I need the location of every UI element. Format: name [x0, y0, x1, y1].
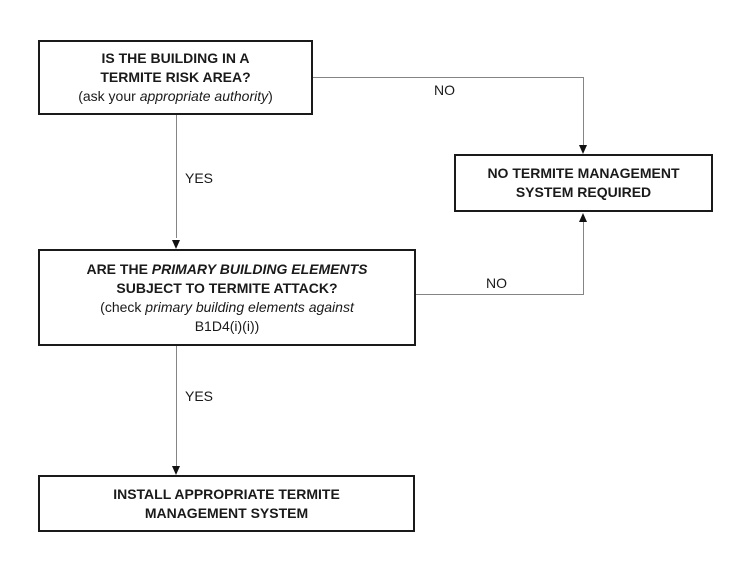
- node-elements-note: (check primary building elements against…: [100, 298, 354, 336]
- node-risk-title: IS THE BUILDING IN A TERMITE RISK AREA?: [100, 49, 250, 87]
- node-risk-note: (ask your appropriate authority): [78, 87, 273, 106]
- node-no-system-title-line2: SYSTEM REQUIRED: [515, 184, 652, 200]
- arrow-up-icon: [579, 213, 587, 222]
- node-elements-title-line2: SUBJECT TO TERMITE ATTACK?: [116, 279, 338, 296]
- node-no-system-title: NO TERMITE MANAGEMENT SYSTEM REQUIRED: [487, 164, 679, 202]
- edge-risk-no-horizontal: [313, 77, 583, 78]
- node-risk-note-pre: (ask your: [78, 88, 140, 104]
- edge-label-elements-yes: YES: [184, 388, 215, 404]
- edge-label-elements-no: NO: [485, 275, 508, 291]
- node-risk-title-line1: IS THE BUILDING IN A: [101, 50, 250, 66]
- edge-label-risk-no: NO: [433, 82, 456, 98]
- node-elements-title-pre: ARE THE: [86, 260, 152, 277]
- node-install-system: INSTALL APPROPRIATE TERMITE MANAGEMENT S…: [38, 475, 415, 532]
- node-install-title-line2: MANAGEMENT SYSTEM: [144, 504, 309, 521]
- arrow-down-icon: [172, 240, 180, 249]
- node-no-system-title-line1: NO TERMITE MANAGEMENT: [487, 165, 680, 181]
- edge-risk-no-vertical: [583, 77, 584, 145]
- arrow-down-icon: [579, 145, 587, 154]
- node-install-title: INSTALL APPROPRIATE TERMITE MANAGEMENT S…: [113, 485, 340, 523]
- edge-risk-yes-vertical: [176, 115, 177, 238]
- node-primary-elements-question: ARE THE PRIMARY BUILDING ELEMENTS SUBJEC…: [38, 249, 416, 346]
- edge-label-risk-yes: YES: [184, 170, 215, 186]
- node-termite-risk-question: IS THE BUILDING IN A TERMITE RISK AREA? …: [38, 40, 313, 115]
- node-risk-note-post: ): [268, 88, 273, 104]
- node-elements-title-emphasis: PRIMARY BUILDING ELEMENTS: [151, 260, 368, 277]
- node-elements-title: ARE THE PRIMARY BUILDING ELEMENTS SUBJEC…: [86, 260, 367, 298]
- node-install-title-line1: INSTALL APPROPRIATE TERMITE: [113, 485, 340, 502]
- edge-elements-no-horizontal: [416, 294, 583, 295]
- node-risk-title-line2: TERMITE RISK AREA?: [100, 69, 251, 85]
- node-elements-note-pre: (check: [100, 298, 146, 315]
- node-elements-note-line2: B1D4(i)(i)): [194, 317, 260, 334]
- edge-elements-no-vertical: [583, 222, 584, 295]
- edge-elements-yes-vertical: [176, 346, 177, 466]
- node-elements-note-emphasis: primary building elements against: [145, 298, 354, 315]
- node-risk-note-emphasis: appropriate authority: [139, 88, 269, 104]
- node-no-system-required: NO TERMITE MANAGEMENT SYSTEM REQUIRED: [454, 154, 713, 212]
- arrow-down-icon: [172, 466, 180, 475]
